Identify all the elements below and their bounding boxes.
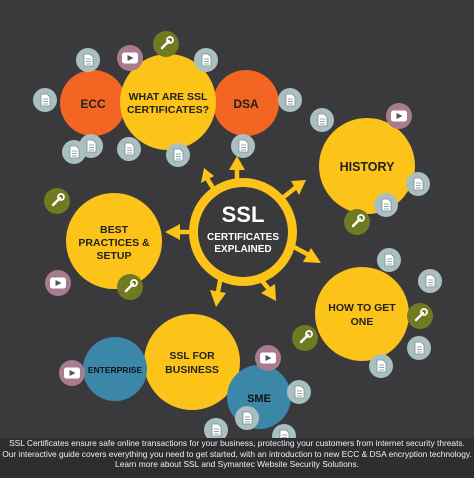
document-icon[interactable] — [287, 380, 311, 404]
document-icon[interactable] — [33, 88, 57, 112]
caption: SSL Certificates ensure safe online tran… — [0, 438, 474, 478]
caption-line-2: Our interactive guide covers everything … — [2, 448, 472, 459]
topic-what-are-ssl[interactable]: WHAT ARE SSL CERTIFICATES? — [120, 54, 216, 150]
center-subtitle-2: EXPLAINED — [214, 244, 271, 255]
document-icon[interactable] — [194, 48, 218, 72]
center-subtitle-1: CERTIFICATES — [207, 232, 279, 243]
center-hub[interactable]: SSL CERTIFICATES EXPLAINED — [189, 178, 297, 286]
document-icon[interactable] — [79, 134, 103, 158]
document-icon[interactable] — [166, 143, 190, 167]
dsa-label: DSA — [233, 97, 259, 111]
what-are-label-1: WHAT ARE SSL — [129, 91, 208, 103]
how-to-get-label-1: HOW TO GET — [328, 302, 396, 314]
wrench-icon[interactable] — [344, 209, 370, 235]
wrench-icon[interactable] — [153, 31, 179, 57]
business-label-2: BUSINESS — [165, 364, 219, 376]
topic-history[interactable]: HISTORY — [319, 118, 415, 214]
what-are-label-2: CERTIFICATES? — [127, 104, 209, 116]
history-label: HISTORY — [340, 160, 396, 174]
topic-how-to-get-one[interactable]: HOW TO GET ONE — [315, 267, 409, 361]
document-icon[interactable] — [235, 406, 259, 430]
document-icon[interactable] — [418, 269, 442, 293]
document-icon[interactable] — [369, 354, 393, 378]
document-icon[interactable] — [278, 88, 302, 112]
how-to-get-label-2: ONE — [351, 316, 374, 328]
ecc-label: ECC — [80, 97, 106, 111]
wrench-icon[interactable] — [292, 325, 318, 351]
video-icon[interactable] — [255, 345, 281, 371]
topic-best-practices[interactable]: BEST PRACTICES & SETUP — [66, 193, 162, 289]
topic-ecc[interactable]: ECC — [60, 70, 126, 136]
topic-dsa[interactable]: DSA — [213, 70, 279, 136]
caption-line-3: Learn more about SSL and Symantec Websit… — [115, 459, 359, 470]
document-icon[interactable] — [204, 418, 228, 442]
document-icon[interactable] — [377, 248, 401, 272]
caption-line-1: SSL Certificates ensure safe online tran… — [9, 438, 465, 448]
document-icon[interactable] — [117, 137, 141, 161]
wrench-badges — [44, 31, 433, 351]
document-icon[interactable] — [374, 193, 398, 217]
document-icon[interactable] — [310, 108, 334, 132]
document-icon[interactable] — [231, 134, 255, 158]
wrench-icon[interactable] — [407, 303, 433, 329]
video-badges — [45, 45, 412, 386]
document-icon[interactable] — [406, 172, 430, 196]
video-icon[interactable] — [59, 360, 85, 386]
document-icon[interactable] — [407, 336, 431, 360]
topic-enterprise[interactable]: ENTERPRISE — [83, 337, 147, 401]
topic-ssl-for-business[interactable]: SSL FOR BUSINESS — [144, 314, 240, 410]
sme-label: SME — [247, 393, 271, 405]
video-icon[interactable] — [117, 45, 143, 71]
document-icon[interactable] — [62, 140, 86, 164]
best-practices-label-1: BEST — [100, 224, 129, 236]
center-title: SSL — [222, 202, 265, 227]
best-practices-label-2: PRACTICES & — [78, 237, 150, 249]
video-icon[interactable] — [386, 103, 412, 129]
wrench-icon[interactable] — [44, 188, 70, 214]
business-label-1: SSL FOR — [169, 350, 215, 362]
document-badges — [33, 48, 442, 448]
document-icon[interactable] — [76, 48, 100, 72]
wrench-icon[interactable] — [117, 274, 143, 300]
enterprise-label: ENTERPRISE — [88, 365, 143, 375]
video-icon[interactable] — [45, 270, 71, 296]
best-practices-label-3: SETUP — [96, 250, 131, 262]
